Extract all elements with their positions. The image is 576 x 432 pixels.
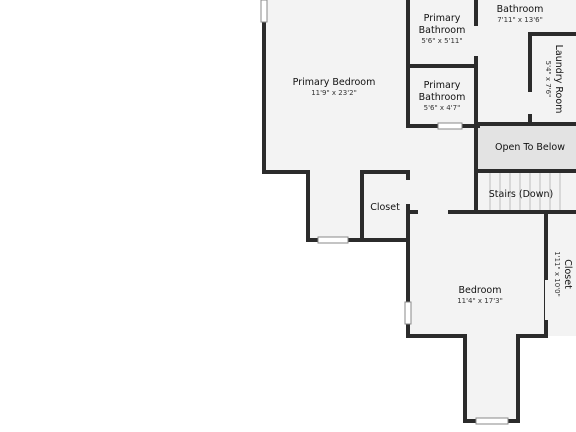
wall-bedroom-outer xyxy=(406,210,548,423)
dims-closet-right: 1'11" x 10'0" xyxy=(553,251,561,297)
dims-primary-bedroom: 11'9" x 23'2" xyxy=(311,89,357,97)
floor-open-to-below xyxy=(478,126,576,170)
label-bedroom: Bedroom xyxy=(459,285,502,296)
room-labels: Primary Bedroom 11'9" x 23'2" Primary Ba… xyxy=(293,4,573,305)
label-closet-right: Closet xyxy=(562,259,573,289)
window-primary-bedroom-bottom xyxy=(317,236,349,244)
floor-hallway xyxy=(408,126,476,212)
stair-treads xyxy=(489,172,561,212)
floor-laundry xyxy=(530,34,576,124)
floor-closet-right xyxy=(546,212,576,336)
label-open-to-below: Open To Below xyxy=(495,142,565,153)
floor-closet-left xyxy=(362,172,408,240)
label-bathroom: Bathroom xyxy=(497,4,544,15)
dims-bedroom: 11'4" x 17'3" xyxy=(457,297,503,305)
label-primary-bath-2b: Bathroom xyxy=(419,92,466,103)
floor-primary-bath-1 xyxy=(408,0,476,66)
label-laundry-room: Laundry Room xyxy=(553,45,564,114)
windows xyxy=(260,0,509,425)
window-primary-bedroom-top xyxy=(260,0,268,23)
floor-fills xyxy=(264,0,576,421)
floor-bedroom xyxy=(408,212,546,421)
window-bedroom-left xyxy=(404,301,412,325)
floor-stairs xyxy=(476,172,576,212)
dims-primary-bath-2: 5'6" x 4'7" xyxy=(424,104,461,112)
wall-closet-left xyxy=(360,170,410,242)
dims-laundry-room: 5'4" x 7'6" xyxy=(544,61,552,98)
label-primary-bath-1b: Bathroom xyxy=(419,25,466,36)
label-primary-bath-2a: Primary xyxy=(424,80,461,91)
window-bedroom-bottom xyxy=(475,417,509,425)
window-hall xyxy=(437,122,463,130)
dims-primary-bath-1: 5'6" x 5'11" xyxy=(421,37,462,45)
label-closet-left: Closet xyxy=(370,202,400,213)
floor-primary-bedroom xyxy=(264,0,408,240)
dims-bathroom: 7'11" x 13'6" xyxy=(497,16,543,24)
label-primary-bath-1a: Primary xyxy=(424,13,461,24)
label-primary-bedroom: Primary Bedroom xyxy=(293,77,376,88)
floor-primary-bath-2 xyxy=(408,66,476,126)
openings xyxy=(406,26,548,320)
label-stairs: Stairs (Down) xyxy=(489,189,553,200)
